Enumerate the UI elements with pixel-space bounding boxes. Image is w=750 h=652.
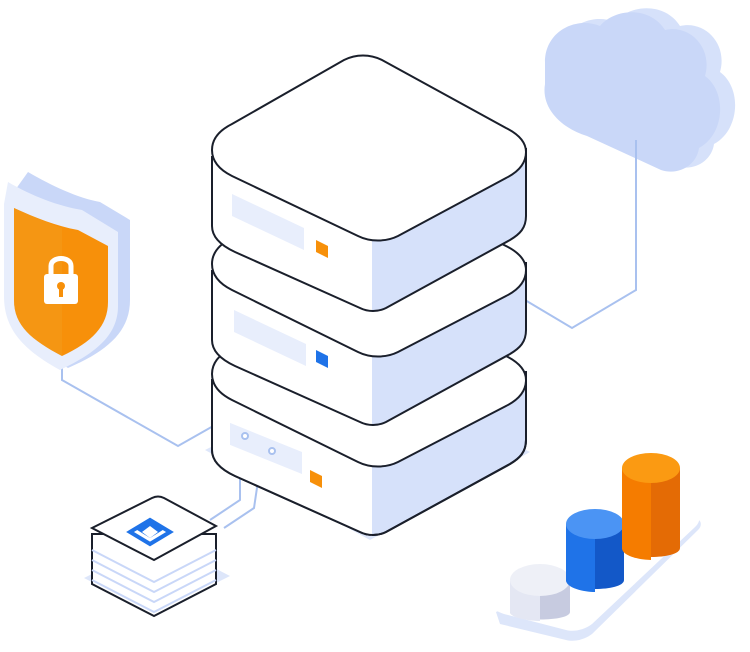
shield-lock-icon bbox=[4, 172, 130, 370]
cloud-icon bbox=[544, 8, 736, 172]
module-box bbox=[84, 495, 230, 618]
status-led-middle bbox=[316, 350, 328, 368]
cylinder-orange bbox=[622, 453, 680, 560]
cylinder-grey bbox=[510, 564, 570, 621]
lock-icon bbox=[44, 256, 78, 304]
server-unit-top bbox=[210, 54, 528, 312]
cylinder-blue bbox=[566, 509, 624, 592]
status-led-bottom bbox=[310, 470, 322, 488]
module-logo-icon bbox=[126, 517, 174, 547]
status-led-top bbox=[316, 240, 328, 258]
server-stack bbox=[205, 54, 530, 540]
bar-cylinders-icon bbox=[492, 453, 701, 641]
